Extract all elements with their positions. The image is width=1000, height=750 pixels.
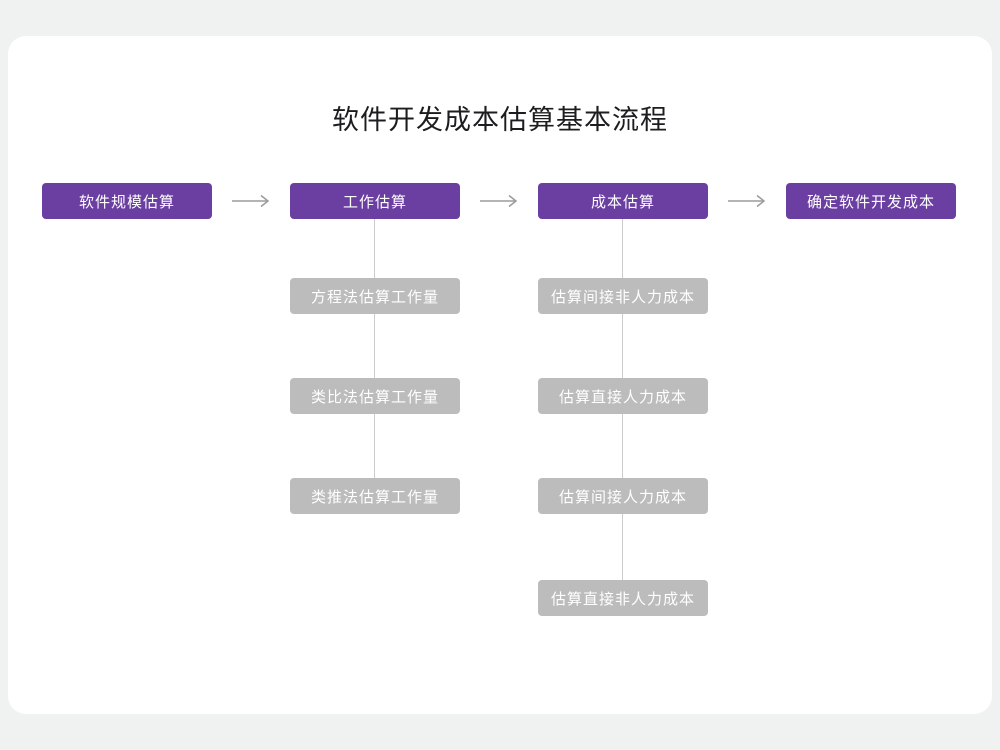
work-branch-connector-line [374, 219, 375, 497]
sub-node-indirect-labor-cost: 估算间接人力成本 [538, 478, 708, 514]
arrow-right-icon [725, 185, 769, 217]
diagram-title: 软件开发成本估算基本流程 [332, 105, 668, 135]
diagram-card [8, 36, 992, 714]
sub-node-direct-labor-cost: 估算直接人力成本 [538, 378, 708, 414]
arrow-right-icon [477, 185, 521, 217]
sub-node-direct-non-labor-cost: 估算直接非人力成本 [538, 580, 708, 616]
sub-node-equation-method: 方程法估算工作量 [290, 278, 460, 314]
flow-node-software-scale-estimation: 软件规模估算 [42, 183, 212, 219]
sub-node-analogy-method: 类比法估算工作量 [290, 378, 460, 414]
sub-node-indirect-non-labor-cost: 估算间接非人力成本 [538, 278, 708, 314]
arrow-right-icon [229, 185, 273, 217]
flow-node-cost-estimation: 成本估算 [538, 183, 708, 219]
flow-node-determine-development-cost: 确定软件开发成本 [786, 183, 956, 219]
flow-node-work-estimation: 工作估算 [290, 183, 460, 219]
sub-node-extrapolation-method: 类推法估算工作量 [290, 478, 460, 514]
